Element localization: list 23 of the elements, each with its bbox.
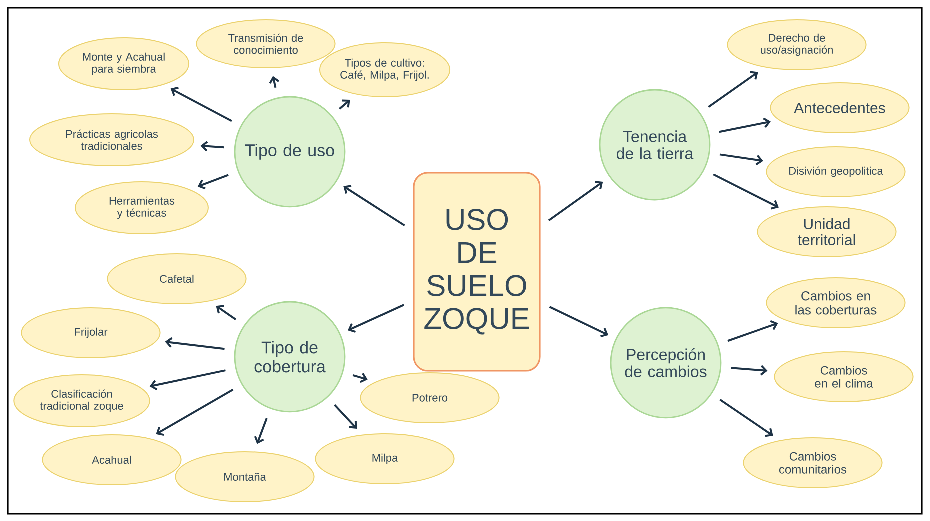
arrow — [269, 76, 280, 88]
arrow — [548, 181, 604, 222]
arrow — [708, 71, 758, 108]
arrow — [150, 370, 226, 391]
arrow — [719, 118, 771, 134]
arrow — [198, 174, 229, 190]
arrow — [348, 304, 405, 333]
arrow — [165, 337, 225, 350]
arrow — [344, 185, 406, 227]
arrow — [254, 418, 268, 444]
arrow — [156, 389, 234, 436]
arrow — [352, 373, 368, 384]
arrow — [549, 306, 609, 338]
arrow — [334, 404, 358, 429]
arrow — [339, 100, 350, 110]
arrow — [216, 305, 236, 320]
arrow — [200, 141, 225, 152]
arrow — [720, 399, 774, 438]
arrow — [713, 174, 779, 210]
arrow — [170, 86, 232, 122]
arrow — [728, 320, 778, 342]
arrow — [731, 365, 768, 376]
arrow — [720, 154, 764, 166]
